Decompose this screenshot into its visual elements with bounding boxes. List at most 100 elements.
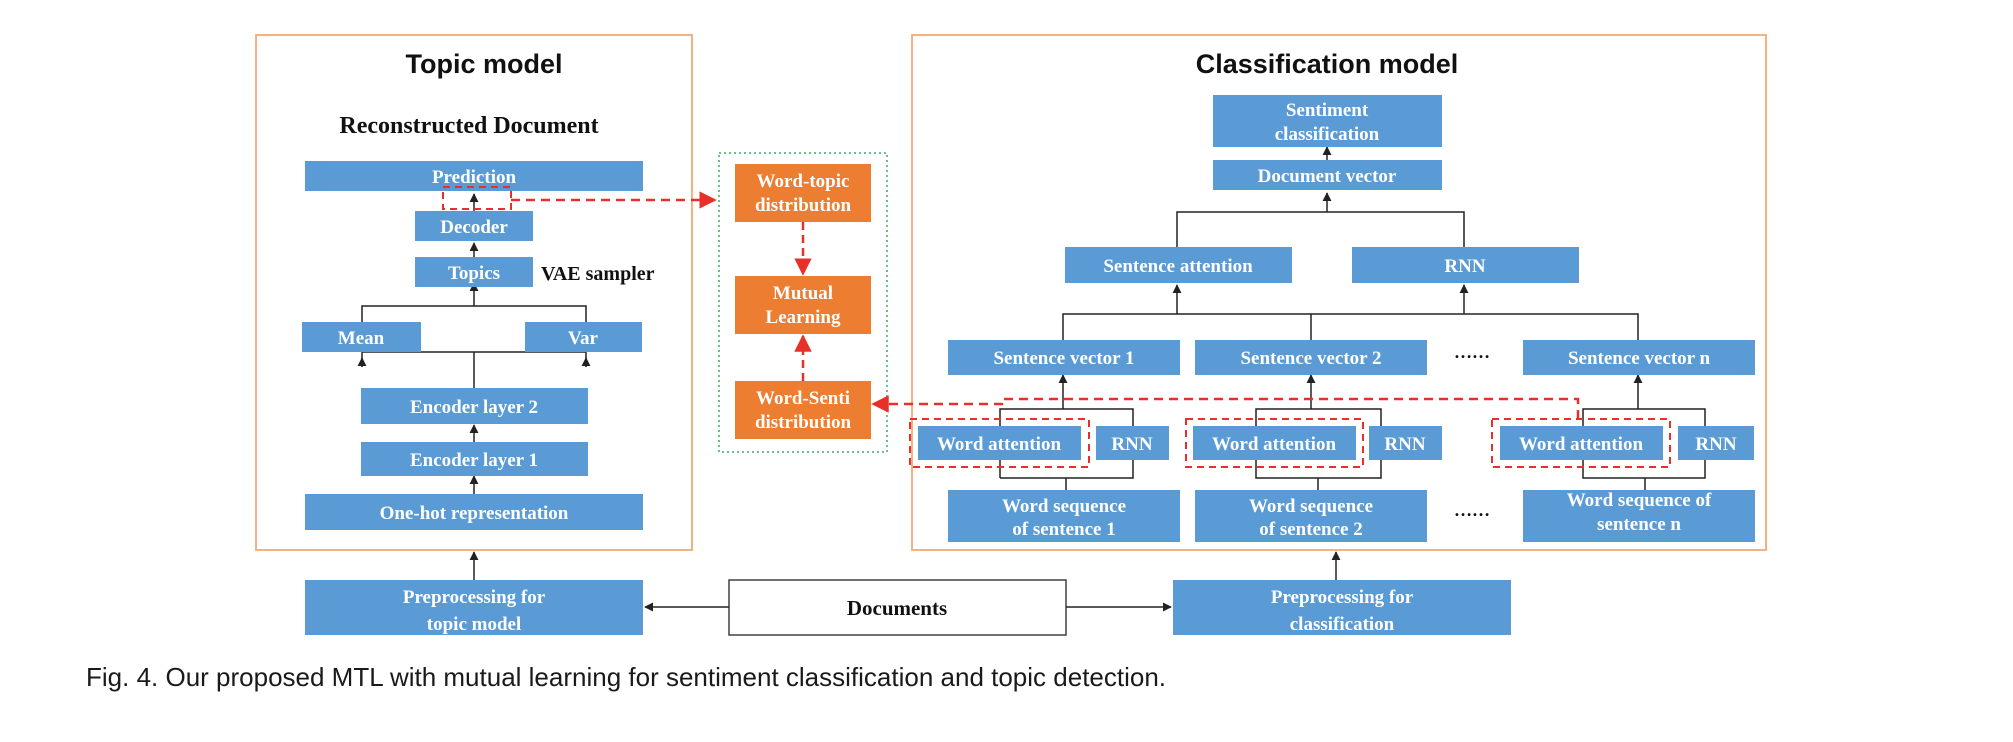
svg-text:distribution: distribution [755,412,852,433]
word-attention-selectors [909,418,1671,468]
sentence-attention-box [1065,247,1292,283]
svg-text:Preprocessing for: Preprocessing for [403,587,546,608]
decoder-label: Decoder [440,217,508,238]
svg-text:topic model: topic model [427,614,521,635]
rnn-n-box [1678,426,1754,460]
mutual-learning-box [735,276,871,334]
sentence-vector-2-label: Sentence vector 2 [1240,348,1381,369]
topic-model-connectors [357,193,591,580]
svg-text:Mutual: Mutual [773,283,833,304]
svg-text:classification: classification [1275,124,1380,145]
classification-model-title: Classification model [1196,49,1459,79]
ws2-line1: Word sequence [1249,496,1373,517]
sentence-vector-2-box [1195,340,1427,375]
svg-text:distribution: distribution [755,195,852,216]
reconstructed-document-label: Reconstructed Document [339,113,598,139]
sentence-vector-1-label: Sentence vector 1 [993,348,1134,369]
ws1-line2: of sentence 1 [1012,519,1115,540]
svg-text:Learning: Learning [766,307,841,328]
mutual-learning-line1: Mutual [773,283,833,304]
svg-text:sentence n: sentence n [1597,514,1681,535]
ws2-line2: of sentence 2 [1259,519,1362,540]
topic-model-panel [255,34,693,551]
encoder-layer-1-box [361,442,588,476]
word-senti-line2: distribution [755,412,852,433]
preprocessing-topic-box [305,580,643,635]
documents-box [728,579,1067,636]
encoder-layer-2-box [361,388,588,424]
wsn-line2: sentence n [1597,514,1681,535]
sentence-vector-n-box [1523,340,1755,375]
pre-class-line2: classification [1290,614,1395,635]
topics-label: Topics [448,263,500,284]
mutual-learning-line2: Learning [766,307,841,328]
svg-text:Word sequence: Word sequence [1002,496,1126,517]
svg-text:of sentence 2: of sentence 2 [1259,519,1362,540]
word-attention-n-label: Word attention [1519,434,1643,455]
classification-connectors [999,146,1706,580]
topic-model-title: Topic model [405,49,562,79]
encoder-layer-1-label: Encoder layer 1 [410,450,538,471]
word-sequence-2-box [1195,490,1427,542]
word-attention-1-label: Word attention [937,434,1061,455]
svg-text:Word-Senti: Word-Senti [756,388,850,409]
preprocessing-classification-box [1173,580,1511,635]
sentiment-line1: Sentiment [1286,100,1369,121]
prediction-selector-dashed [442,186,512,210]
sentence-vector-n-label: Sentence vector n [1568,348,1711,369]
document-vector-label: Document vector [1258,166,1397,187]
word-topic-distribution-box [735,164,871,222]
word-sequence-ellipsis: …… [1454,500,1490,520]
var-box [525,322,642,352]
word-topic-line1: Word-topic [757,171,850,192]
documents-label: Documents [847,596,947,620]
one-hot-representation-box [305,494,643,530]
rnn-n-label: RNN [1695,434,1736,455]
figure-caption: Fig. 4. Our proposed MTL with mutual lea… [86,662,1167,692]
topics-box [415,257,533,287]
sentence-vector-ellipsis: …… [1454,342,1490,362]
classification-model-panel [911,34,1767,551]
mean-label: Mean [338,328,385,349]
rnn-1-label: RNN [1111,434,1152,455]
one-hot-representation-label: One-hot representation [380,503,569,524]
var-label: Var [568,328,598,349]
word-attention-2-label: Word attention [1212,434,1336,455]
rnn-2-box [1369,426,1442,460]
word-attention-n-box [1500,426,1663,460]
pre-class-line1: Preprocessing for [1271,587,1414,608]
svg-text:of sentence 1: of sentence 1 [1012,519,1115,540]
word-senti-line1: Word-Senti [756,388,850,409]
rnn-1-box [1096,426,1169,460]
pre-topic-line2: topic model [427,614,521,635]
sentiment-classification-box [1213,95,1442,147]
svg-text:Sentiment: Sentiment [1286,100,1369,121]
svg-text:Word sequence: Word sequence [1249,496,1373,517]
ws1-line1: Word sequence [1002,496,1126,517]
wsn-line1: Word sequence of [1567,490,1712,511]
word-attention-to-word-senti-arrow [871,395,1580,419]
encoder-layer-2-label: Encoder layer 2 [410,397,538,418]
sentiment-line2: classification [1275,124,1380,145]
svg-text:Word sequence of: Word sequence of [1567,490,1712,511]
word-attention-1-box [918,426,1081,460]
rnn-top-label: RNN [1444,256,1485,277]
word-sequence-1-box [948,490,1180,542]
vae-sampler-label: VAE sampler [541,263,655,285]
word-senti-distribution-box [735,381,871,439]
prediction-label: Prediction [432,167,517,188]
word-attention-2-box [1193,426,1356,460]
svg-text:classification: classification [1290,614,1395,635]
sentence-attention-label: Sentence attention [1103,256,1253,277]
word-sequence-n-box [1523,490,1755,542]
mutual-learning-panel [718,152,888,453]
mean-box [302,322,421,352]
rnn-2-label: RNN [1384,434,1425,455]
svg-text:Word-topic: Word-topic [757,171,850,192]
word-topic-line2: distribution [755,195,852,216]
sentence-vector-1-box [948,340,1180,375]
pre-topic-line1: Preprocessing for [403,587,546,608]
svg-text:Preprocessing for: Preprocessing for [1271,587,1414,608]
rnn-top-box [1352,247,1579,283]
